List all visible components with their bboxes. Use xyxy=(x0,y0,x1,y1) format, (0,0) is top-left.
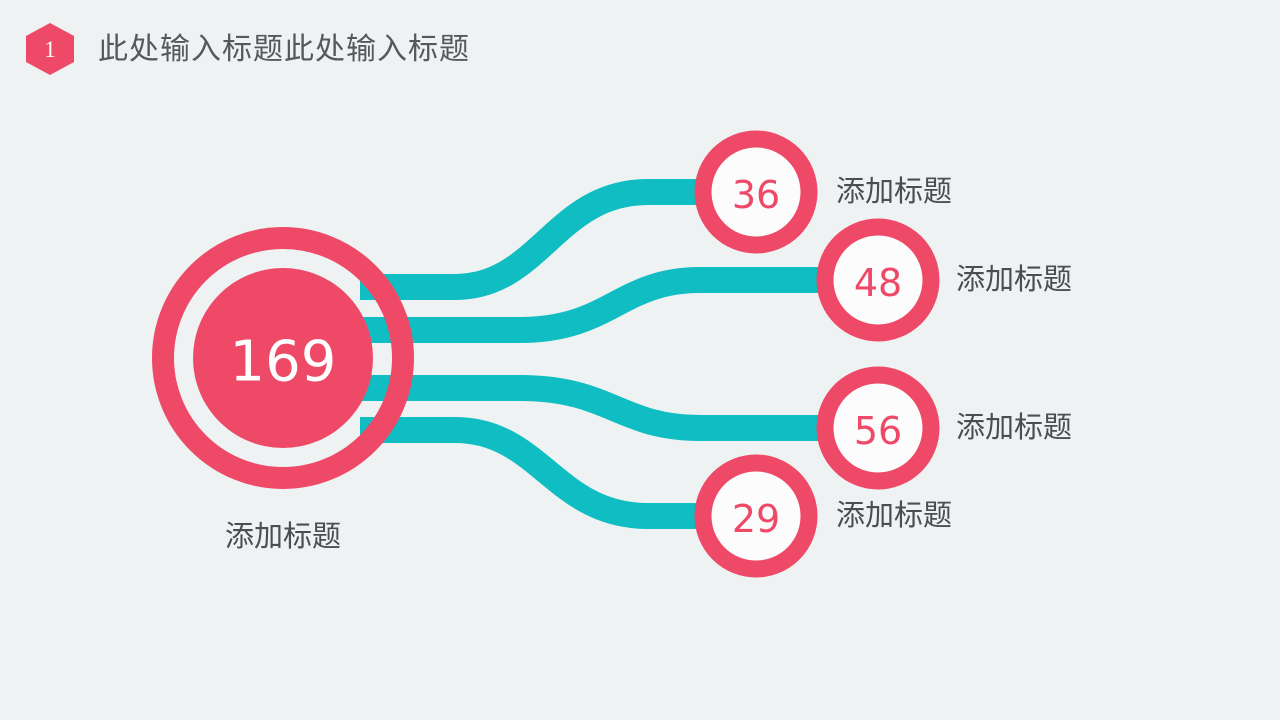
leaf-node-1-label: 添加标题 xyxy=(836,174,953,208)
connector-bands xyxy=(360,179,880,529)
leaf-node-3[interactable]: 56 xyxy=(816,366,940,490)
page-title: 此处输入标题此处输入标题 xyxy=(98,32,470,67)
leaf-node-3-label: 添加标题 xyxy=(956,410,1073,444)
leaf-node-4-ring xyxy=(694,454,818,578)
hub-value: 169 xyxy=(230,330,337,395)
leaf-node-2-ring xyxy=(816,218,940,342)
connector-band-1 xyxy=(360,179,760,300)
leaf-node-4-label: 添加标题 xyxy=(836,498,953,532)
connector-band-2 xyxy=(360,267,880,343)
leaf-node-1-ring xyxy=(694,130,818,254)
connector-band-4 xyxy=(360,417,760,529)
leaf-node-1-value: 36 xyxy=(732,173,780,217)
hub-node[interactable]: 169 xyxy=(152,227,414,489)
leaf-node-4-value: 29 xyxy=(732,497,780,541)
slide-header: 1 此处输入标题此处输入标题 xyxy=(0,0,1280,92)
leaf-node-1[interactable]: 36 xyxy=(694,130,818,254)
leaf-node-2[interactable]: 48 xyxy=(816,218,940,342)
leaf-node-3-value: 56 xyxy=(854,409,902,453)
header-badge: 1 xyxy=(26,23,74,75)
hub-label: 添加标题 xyxy=(224,519,341,553)
hub-outer-ring xyxy=(152,227,414,489)
badge-number: 1 xyxy=(44,36,56,62)
leaf-node-2-label: 添加标题 xyxy=(956,262,1073,296)
leaf-node-4[interactable]: 29 xyxy=(694,454,818,578)
leaf-node-3-ring xyxy=(816,366,940,490)
leaf-node-2-value: 48 xyxy=(854,261,902,305)
connector-band-3 xyxy=(360,375,880,441)
hub-core-circle xyxy=(193,268,373,448)
